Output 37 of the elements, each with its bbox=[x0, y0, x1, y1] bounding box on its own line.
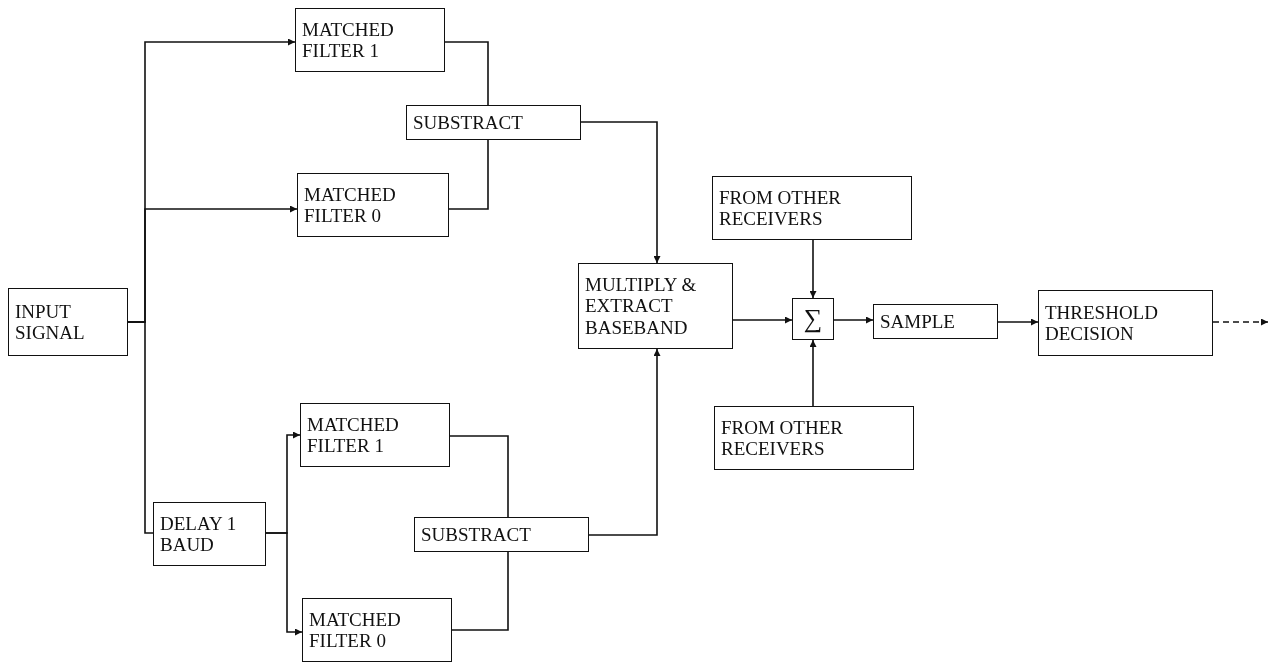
arrow bbox=[265, 532, 303, 636]
arrow bbox=[809, 239, 817, 299]
process-box bbox=[414, 517, 589, 552]
box-label: FROM OTHER RECEIVERS bbox=[721, 416, 844, 460]
process-box bbox=[153, 502, 266, 566]
process-box bbox=[302, 598, 452, 662]
arrow bbox=[809, 339, 817, 407]
arrow bbox=[580, 121, 661, 264]
process-box bbox=[873, 304, 998, 339]
arrow bbox=[1212, 318, 1269, 326]
arrow bbox=[833, 316, 874, 324]
box-label: MULTIPLY & EXTRACT BASEBAND bbox=[585, 274, 698, 338]
box-label: DELAY 1 BAUD bbox=[160, 512, 238, 556]
box-label: SAMPLE bbox=[880, 310, 955, 333]
arrow bbox=[588, 348, 661, 536]
process-box bbox=[714, 406, 914, 470]
box-label: MATCHED FILTER 0 bbox=[304, 183, 397, 227]
process-box bbox=[712, 176, 912, 240]
process-box bbox=[578, 263, 733, 349]
box-label: INPUT SIGNAL bbox=[15, 300, 86, 344]
process-box bbox=[295, 8, 445, 72]
box-label: THRESHOLD DECISION bbox=[1045, 301, 1159, 345]
process-box bbox=[8, 288, 128, 356]
box-label: MATCHED FILTER 1 bbox=[307, 413, 400, 457]
arrow bbox=[997, 318, 1039, 326]
box-label: ∑ bbox=[803, 304, 823, 334]
box-label: MATCHED FILTER 0 bbox=[309, 608, 402, 652]
box-label: MATCHED FILTER 1 bbox=[302, 18, 395, 62]
process-box bbox=[300, 403, 450, 467]
box-label: SUBSTRACT bbox=[421, 523, 531, 546]
box-label: FROM OTHER RECEIVERS bbox=[719, 186, 842, 230]
process-box bbox=[406, 105, 581, 140]
summing-junction bbox=[792, 298, 834, 340]
process-box bbox=[1038, 290, 1213, 356]
arrow bbox=[732, 316, 793, 324]
box-label: SUBSTRACT bbox=[413, 111, 523, 134]
process-box bbox=[297, 173, 449, 237]
